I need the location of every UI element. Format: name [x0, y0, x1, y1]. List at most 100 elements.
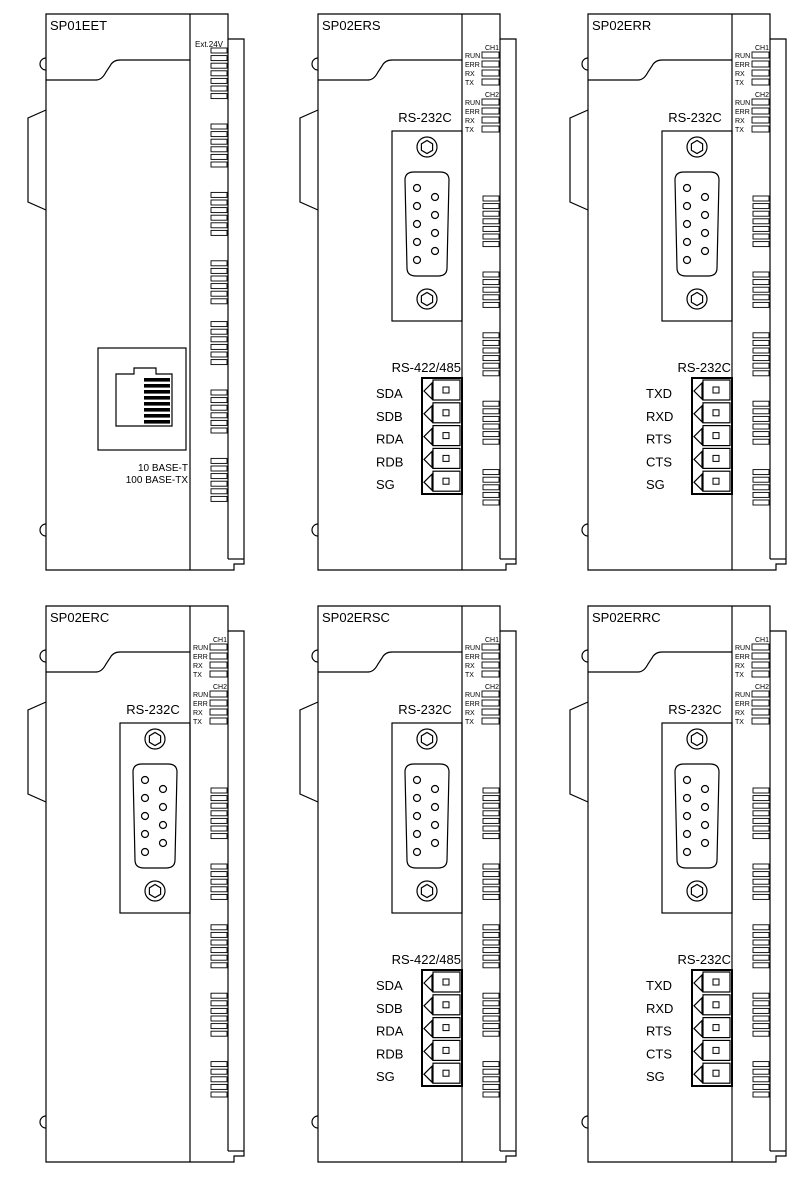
led-indicator [481, 51, 500, 59]
pin-label: SG [646, 477, 665, 492]
bottom-hook [39, 523, 47, 537]
terminal-label: RS-232C [678, 360, 731, 375]
led-indicator [481, 98, 500, 106]
led-indicator [751, 670, 770, 678]
din-rail-latch [569, 109, 589, 211]
led-group-title: CH2 [485, 684, 499, 691]
dsub9-connector [391, 130, 463, 322]
pin-label: SG [376, 477, 395, 492]
led-group-title: CH1 [485, 45, 499, 52]
led-label: RUN [735, 692, 750, 699]
module-housing [45, 605, 245, 1163]
led-indicator [481, 116, 500, 124]
port-type-label: 100 BASE-TX [126, 475, 189, 486]
dsub9-connector [661, 722, 733, 914]
led-indicator [751, 708, 770, 716]
led-label: ERR [193, 701, 208, 708]
din-rail-latch [299, 109, 319, 211]
dsub9-connector [391, 722, 463, 914]
module-sp02ers: SP02ERSCH1RUNERRRXTXCH2RUNERRRXTXRS-232C… [299, 13, 517, 571]
ventilation-slots [752, 195, 770, 506]
led-indicator [209, 699, 228, 707]
led-indicator [751, 78, 770, 86]
model-label: SP02ERC [50, 610, 109, 625]
led-label: RUN [193, 692, 208, 699]
rj45-port [97, 347, 187, 451]
top-hook [311, 649, 319, 663]
led-indicator [209, 661, 228, 669]
cover-step [46, 59, 190, 81]
led-label: TX [735, 80, 744, 87]
cover-step [588, 651, 732, 673]
dsub-label: RS-232C [126, 702, 179, 717]
pin-label: SDB [376, 1001, 403, 1016]
pin-label: SDB [376, 409, 403, 424]
led-group-title: CH1 [485, 637, 499, 644]
led-group-title: CH2 [213, 684, 227, 691]
led-indicator [481, 717, 500, 725]
module-sp02errc: SP02ERRCCH1RUNERRRXTXCH2RUNERRRXTXRS-232… [569, 605, 787, 1163]
terminal-block [421, 377, 463, 495]
led-indicator [209, 643, 228, 651]
terminal-label: RS-422/485 [392, 952, 461, 967]
top-hook [39, 649, 47, 663]
pin-label: CTS [646, 454, 672, 469]
terminal-label: RS-232C [678, 952, 731, 967]
led-label: ERR [735, 109, 750, 116]
led-indicator [751, 643, 770, 651]
led-indicator [481, 699, 500, 707]
pin-label: RDA [376, 1024, 404, 1039]
pin-label: SDA [376, 386, 403, 401]
pin-label: RTS [646, 432, 672, 447]
led-indicator [481, 690, 500, 698]
dsub-label: RS-232C [668, 702, 721, 717]
bottom-hook [581, 1115, 589, 1129]
led-label: TX [735, 672, 744, 679]
module-housing [45, 13, 245, 571]
led-label: RX [193, 710, 203, 717]
pin-label: TXD [646, 978, 672, 993]
led-indicator [751, 51, 770, 59]
led-indicator [751, 661, 770, 669]
cover-step [588, 59, 732, 81]
led-label: ERR [735, 654, 750, 661]
led-label: RX [735, 71, 745, 78]
module-sp02err: SP02ERRCH1RUNERRRXTXCH2RUNERRRXTXRS-232C… [569, 13, 787, 571]
dsub9-connector [661, 130, 733, 322]
ventilation-slots [210, 787, 228, 1098]
led-label: RX [465, 71, 475, 78]
led-indicator [751, 717, 770, 725]
led-label: RX [735, 710, 745, 717]
pin-label: TXD [646, 386, 672, 401]
terminal-block [421, 969, 463, 1087]
module-housing [317, 13, 517, 571]
pin-label: SDA [376, 978, 403, 993]
led-indicator [481, 107, 500, 115]
led-indicator [751, 652, 770, 660]
led-label: RX [465, 710, 475, 717]
bottom-hook [311, 523, 319, 537]
module-housing [587, 605, 787, 1163]
top-hook [39, 57, 47, 71]
led-indicator [751, 60, 770, 68]
din-rail-latch [27, 109, 47, 211]
terminal-label: RS-422/485 [392, 360, 461, 375]
top-hook [581, 57, 589, 71]
ventilation-slots [752, 787, 770, 1098]
top-hook [311, 57, 319, 71]
led-label: TX [465, 672, 474, 679]
led-indicator [751, 107, 770, 115]
led-indicator [481, 670, 500, 678]
led-group-title: CH2 [755, 684, 769, 691]
model-label: SP02ERS [322, 18, 381, 33]
pin-label: RDA [376, 432, 404, 447]
led-label: TX [465, 80, 474, 87]
led-label: TX [735, 719, 744, 726]
pin-label: SG [376, 1069, 395, 1084]
led-group-title: CH1 [213, 637, 227, 644]
led-indicator [209, 690, 228, 698]
